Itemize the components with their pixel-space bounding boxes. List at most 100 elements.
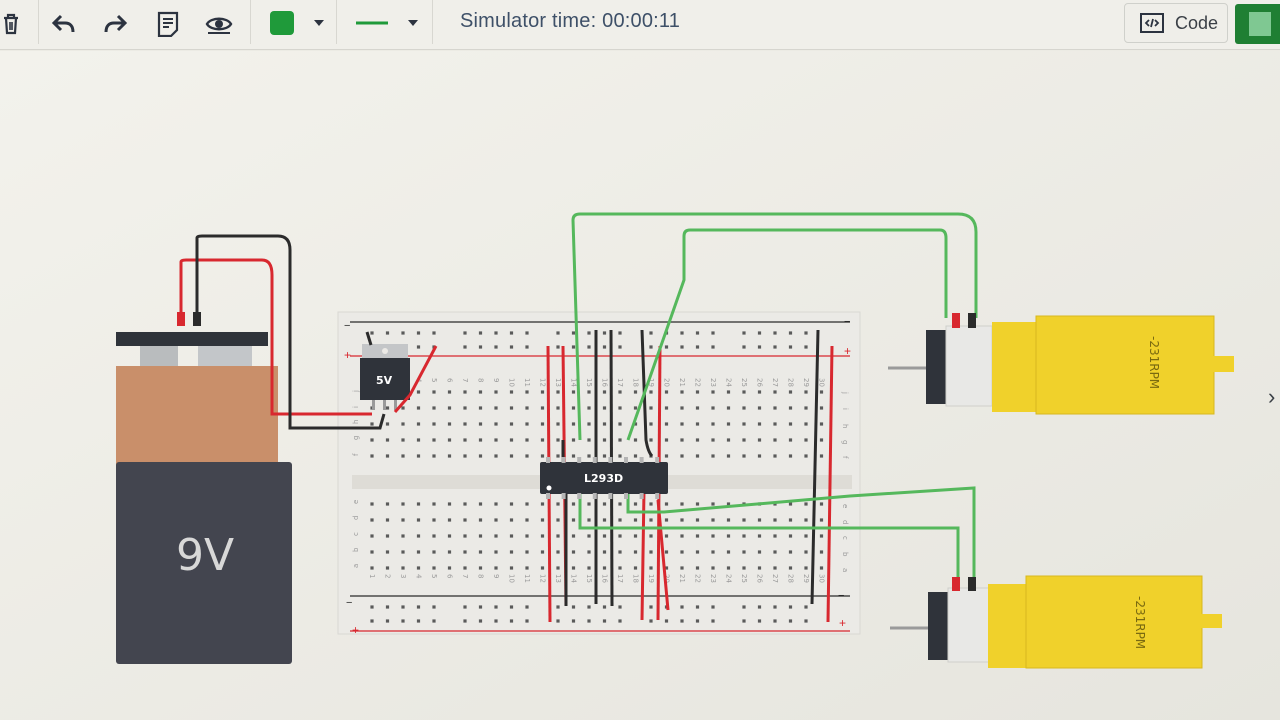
toolbar-divider: [432, 0, 433, 44]
column-number: 7: [461, 574, 469, 578]
battery-body: [116, 462, 292, 664]
column-number: 9: [492, 378, 500, 382]
rail-hole: [788, 345, 793, 349]
undo-icon: [51, 14, 75, 33]
rail-hole: [742, 619, 746, 623]
breadboard-hole: [416, 550, 421, 554]
breadboard-hole: [742, 550, 746, 554]
wire-color-swatch[interactable]: [270, 11, 294, 35]
column-number: 25: [740, 378, 748, 387]
breadboard-hole: [664, 502, 669, 506]
chip-pin1-marker: [546, 485, 552, 491]
rail-hole: [509, 345, 514, 349]
wire-red-col19-diag[interactable]: [656, 499, 670, 611]
voltage-regulator[interactable]: 5V: [360, 344, 410, 410]
wire-style-chevron-icon[interactable]: [408, 20, 418, 26]
breadboard-hole: [401, 406, 405, 410]
breadboard-hole: [711, 502, 715, 506]
breadboard-hole: [804, 518, 808, 522]
rail-hole: [649, 619, 653, 623]
breadboard-hole: [478, 406, 483, 410]
chip-pin: [577, 457, 582, 463]
breadboard-hole: [602, 454, 607, 458]
breadboard-hole: [695, 502, 700, 506]
rail-hole: [478, 619, 483, 623]
column-number: 23: [709, 378, 717, 387]
battery-9v[interactable]: 9V: [116, 332, 292, 664]
wire-regulator-out[interactable]: [393, 345, 438, 413]
visibility-button[interactable]: [200, 6, 238, 42]
breadboard-hole: [664, 454, 669, 458]
breadboard-hole: [447, 550, 452, 554]
motor-bottom-terminal-red: [952, 577, 960, 591]
rail-hole: [695, 605, 700, 609]
rail-hole: [416, 345, 421, 349]
notes-button[interactable]: [149, 6, 187, 42]
rail-hole: [773, 619, 777, 623]
column-number: 13: [554, 378, 562, 387]
wire-green-motor2-a[interactable]: [578, 492, 960, 582]
wire-black-col18[interactable]: [640, 329, 654, 458]
column-number: 15: [585, 574, 593, 583]
breadboard-hole: [401, 502, 405, 506]
wire-red-col18-low[interactable]: [640, 489, 646, 621]
redo-button[interactable]: [96, 6, 134, 42]
wire-green-motor1-b[interactable]: [626, 228, 948, 441]
breadboard-hole: [804, 534, 808, 538]
breadboard-hole: [819, 390, 824, 394]
column-number: 19: [647, 574, 655, 583]
undo-button[interactable]: [45, 6, 83, 42]
code-button[interactable]: Code: [1124, 3, 1228, 43]
wire-battery-positive[interactable]: [179, 258, 372, 416]
breadboard-hole: [819, 438, 824, 442]
column-number: 10: [508, 574, 516, 583]
breadboard-hole: [633, 518, 638, 522]
l293d-chip[interactable]: L293D: [540, 457, 668, 499]
breadboard-hole: [695, 454, 700, 458]
breadboard-hole: [618, 438, 622, 442]
start-simulation-button[interactable]: [1235, 4, 1280, 44]
breadboard-hole: [525, 534, 529, 538]
column-number: 13: [554, 574, 562, 583]
breadboard-hole: [540, 406, 545, 410]
breadboard-hole: [711, 438, 715, 442]
wire-style-selector[interactable]: [352, 14, 392, 32]
wire-red-right-rail[interactable]: [826, 345, 834, 623]
breadboard-hole: [773, 454, 777, 458]
breadboard-hole: [649, 550, 653, 554]
breadboard-hole: [788, 502, 793, 506]
rail-minus-bottom-right: −: [838, 590, 844, 602]
breadboard-hole: [463, 422, 467, 426]
rail-hole: [494, 619, 498, 623]
breadboard-hole: [773, 390, 777, 394]
breadboard-hole: [602, 566, 607, 570]
breadboard-hole: [463, 550, 467, 554]
toolbar-divider: [250, 0, 251, 44]
delete-button[interactable]: [0, 6, 30, 42]
battery-minus-connector: [193, 312, 201, 326]
motor-bottom[interactable]: -231RPM: [890, 575, 1222, 669]
breadboard-hole: [633, 566, 638, 570]
breadboard-hole: [463, 518, 467, 522]
rail-hole: [664, 619, 669, 623]
breadboard-hole: [385, 518, 390, 522]
wire-black-right-rail[interactable]: [810, 329, 820, 605]
panel-expand-chevron-icon[interactable]: ›: [1268, 384, 1275, 409]
wire-green-motor2-b[interactable]: [626, 486, 976, 582]
color-dropdown-chevron-icon[interactable]: [314, 20, 324, 26]
wire-battery-negative[interactable]: [195, 234, 386, 430]
motor-top[interactable]: -231RPM: [888, 313, 1234, 415]
circuit-canvas[interactable]: 9V 1234567891011121314151617181920212223…: [0, 51, 1280, 720]
rail-hole: [711, 331, 715, 335]
breadboard-hole: [525, 406, 529, 410]
wire-green-motor1-a[interactable]: [571, 212, 978, 441]
breadboard-hole: [385, 422, 390, 426]
breadboard-hole: [680, 566, 684, 570]
regulator-pin: [383, 400, 386, 410]
wire-regulator-gnd[interactable]: [365, 331, 373, 346]
breadboard-hole: [664, 518, 669, 522]
breadboard-hole: [432, 534, 436, 538]
breadboard-hole: [525, 550, 529, 554]
rail-hole: [416, 619, 421, 623]
breadboard-hole: [571, 438, 576, 442]
